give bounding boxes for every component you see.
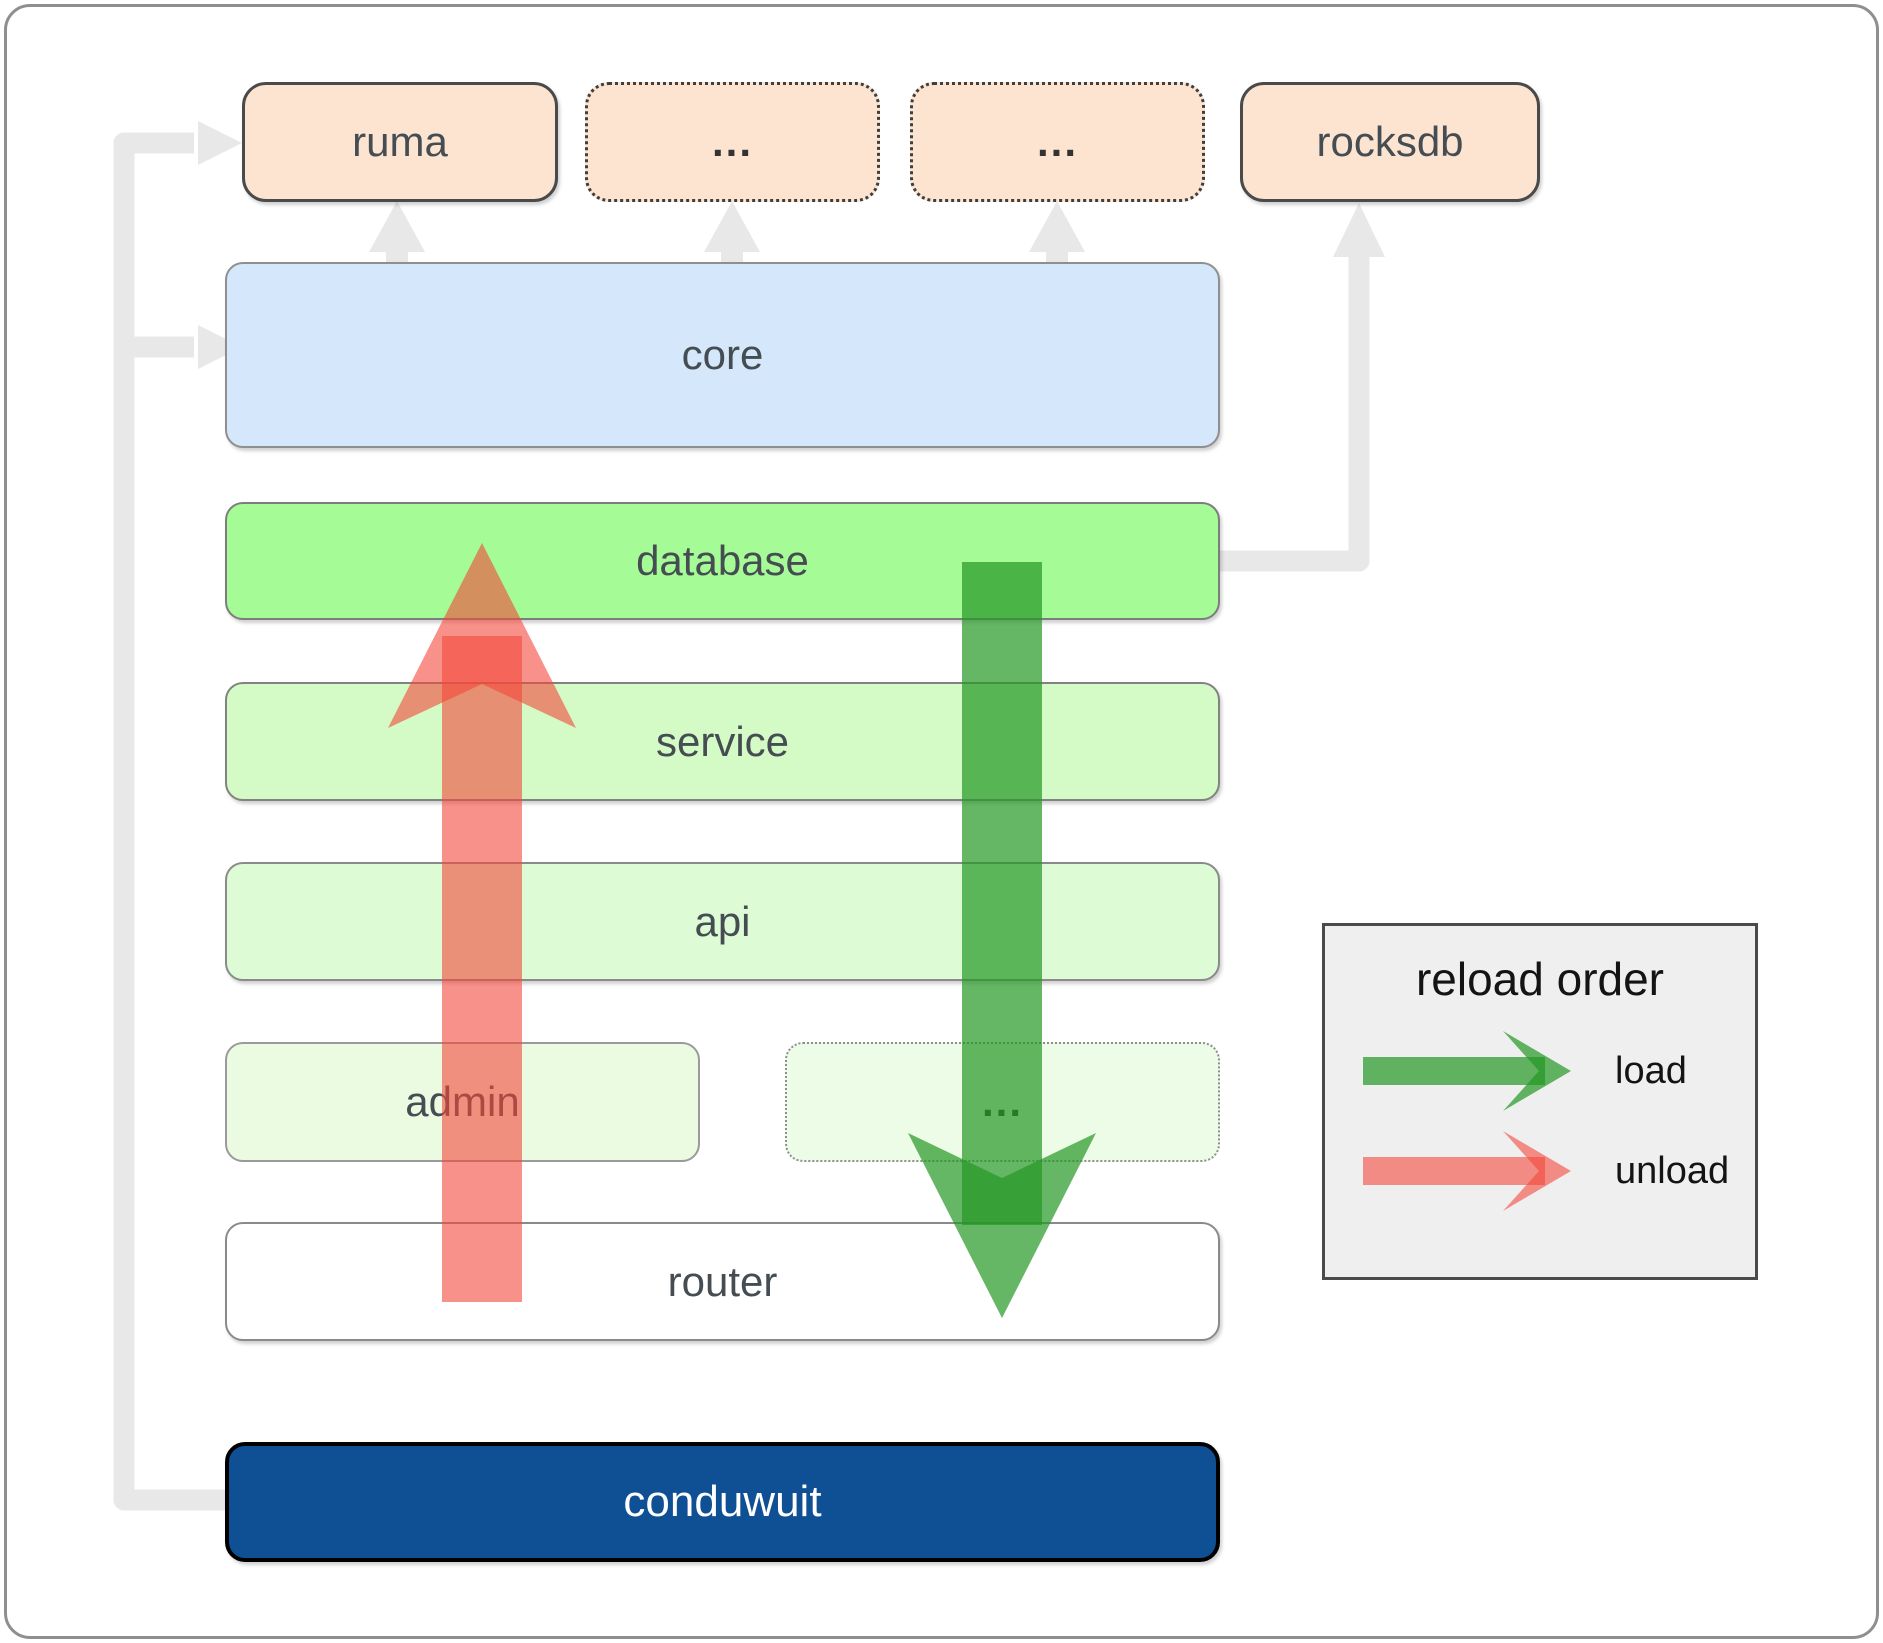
load-arrow-icon [1363,1031,1571,1111]
node-admin-ellipsis-label: ... [981,1078,1023,1125]
node-service: service [225,682,1220,801]
node-admin-ellipsis: ... [785,1042,1220,1162]
arrowhead-to-rocksdb-icon [1333,203,1385,257]
legend-reload-order: reload order load unload [1322,923,1758,1280]
node-service-label: service [655,717,790,765]
legend-title: reload order [1415,953,1665,1005]
legend-item-unload: unload [1363,1126,1729,1216]
node-rocksdb-label: rocksdb [1316,118,1464,165]
node-admin: admin [225,1042,700,1162]
node-conduwuit: conduwuit [225,1442,1220,1562]
node-ruma-label: ruma [352,118,448,165]
node-core: core [225,262,1220,448]
node-database: database [225,502,1220,620]
node-api-label: api [694,897,751,945]
node-ellipsis-2: ... [910,82,1205,202]
node-router-label: router [667,1257,778,1305]
arrowhead-up-icon [369,201,425,252]
connector-core-dots1 [704,201,760,266]
node-ellipsis-1-label: ... [711,118,753,165]
arrowhead-to-core-icon [198,325,242,369]
arrowhead-up-icon [1029,201,1085,252]
node-ellipsis-1: ... [585,82,880,202]
connector-conduwuit-trunk [113,132,225,1511]
node-conduwuit-label: conduwuit [623,1477,822,1526]
legend-unload-label: unload [1615,1149,1730,1192]
node-router: router [225,1222,1220,1341]
node-api: api [225,862,1220,981]
connector-core-dots2 [1029,201,1085,266]
unload-arrow-icon [1363,1131,1571,1211]
arrowhead-to-ruma-icon [198,121,242,165]
node-rocksdb: rocksdb [1240,82,1540,202]
connector-database-rocksdb [1220,257,1370,572]
arrowhead-up-icon [704,201,760,252]
node-core-label: core [681,331,764,378]
connector-core-ruma [369,201,425,266]
node-ellipsis-2-label: ... [1036,118,1078,165]
node-ruma: ruma [242,82,558,202]
node-admin-label: admin [405,1078,520,1125]
legend-item-load: load [1363,1026,1687,1116]
node-database-label: database [636,537,809,584]
legend-load-label: load [1615,1049,1687,1092]
